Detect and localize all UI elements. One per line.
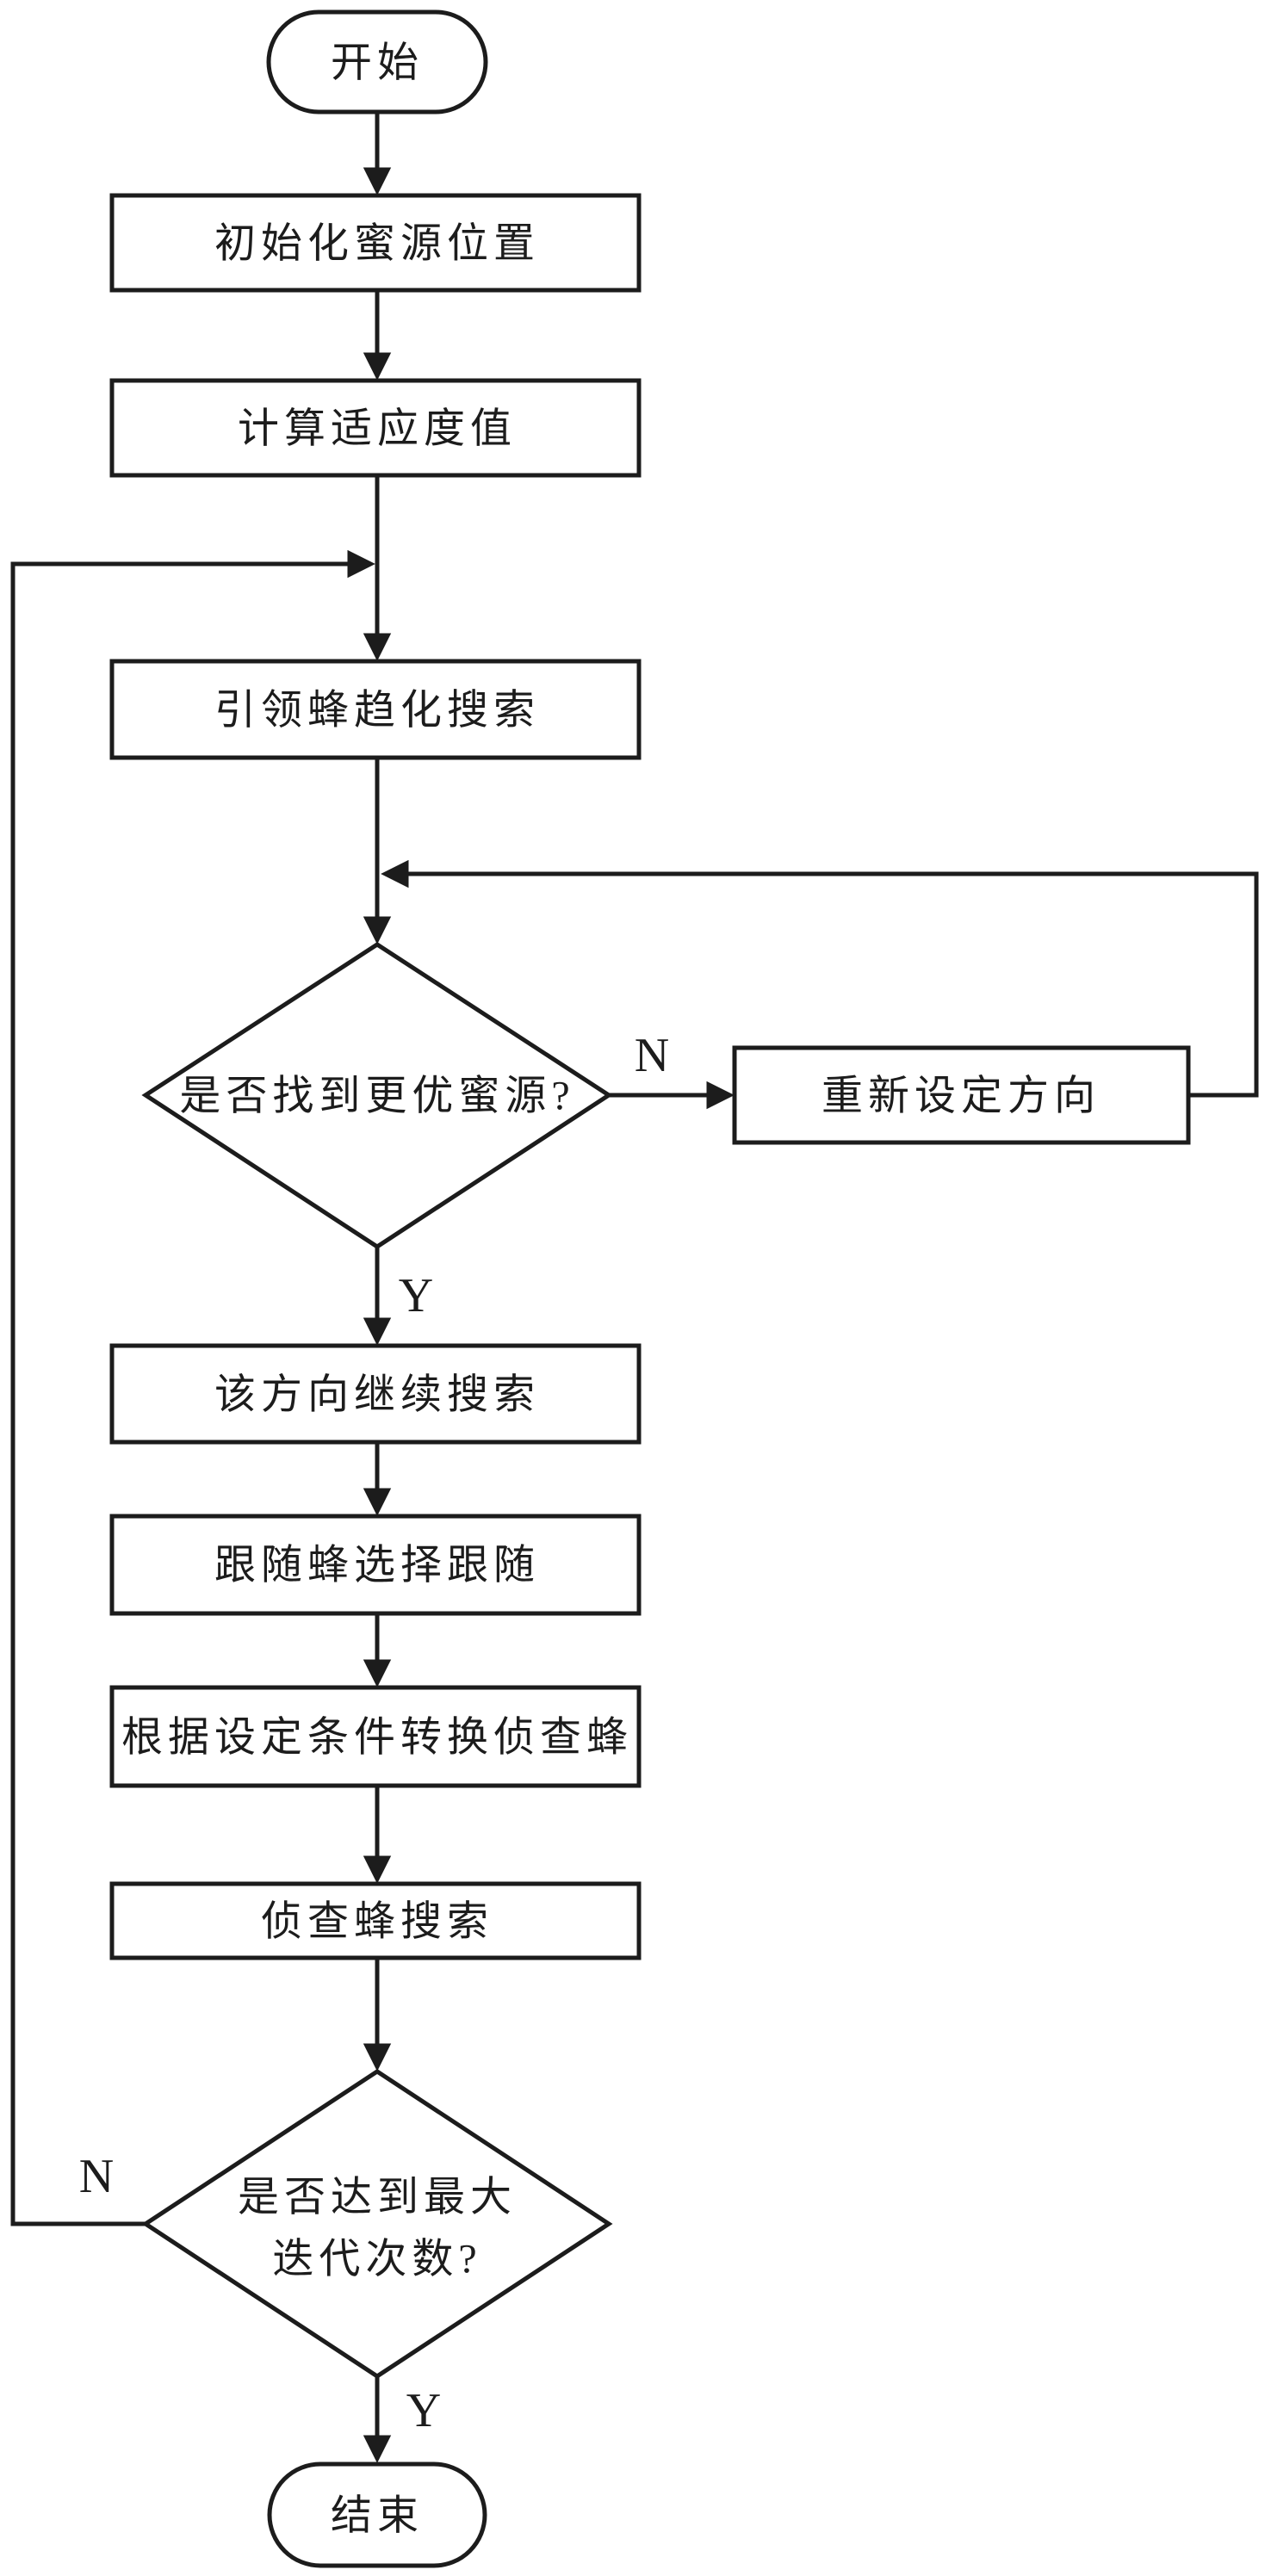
onlooker-follow-label: 跟随蜂选择跟随 — [214, 1543, 540, 1588]
process-calc-fitness — [109, 378, 642, 478]
process-scout-search — [109, 1881, 642, 1960]
start-label: 开始 — [331, 40, 424, 86]
decision-max-iterations — [141, 2069, 613, 2379]
process-reset-direction — [732, 1045, 1191, 1145]
process-employed-search — [109, 659, 642, 760]
convert-scout-label: 根据设定条件转换侦查蜂 — [121, 1715, 633, 1761]
decision1-no-label: N — [635, 1029, 669, 1082]
process-onlooker-follow — [109, 1514, 642, 1616]
continue-search-label: 该方向继续搜索 — [214, 1372, 540, 1418]
process-continue-search — [109, 1343, 642, 1445]
init-source-label: 初始化蜜源位置 — [214, 221, 540, 267]
decision1-yes-label: Y — [399, 1269, 433, 1322]
process-convert-scout — [109, 1685, 642, 1788]
decision-max-iterations-label-line2: 迭代次数? — [272, 2237, 481, 2282]
reset-direction-label: 重新设定方向 — [822, 1074, 1100, 1119]
decision-found-better-source — [141, 942, 613, 1249]
process-init-source — [109, 193, 642, 293]
start-terminator — [266, 9, 488, 115]
edge-reset-feedback-loop — [381, 859, 1259, 1098]
decision-found-better-label: 是否找到更优蜜源? — [179, 1074, 574, 1119]
edge-decision2-no-loop — [10, 549, 375, 2226]
end-terminator — [267, 2461, 487, 2568]
decision2-yes-label: Y — [406, 2384, 441, 2437]
decision-max-iterations-label-line1: 是否达到最大 — [238, 2175, 517, 2220]
employed-search-label: 引领蜂趋化搜索 — [214, 688, 540, 734]
end-label: 结束 — [331, 2493, 424, 2539]
scout-search-label: 侦查蜂搜索 — [261, 1899, 493, 1945]
calc-fitness-label: 计算适应度值 — [238, 406, 517, 452]
decision2-no-label: N — [79, 2150, 114, 2203]
